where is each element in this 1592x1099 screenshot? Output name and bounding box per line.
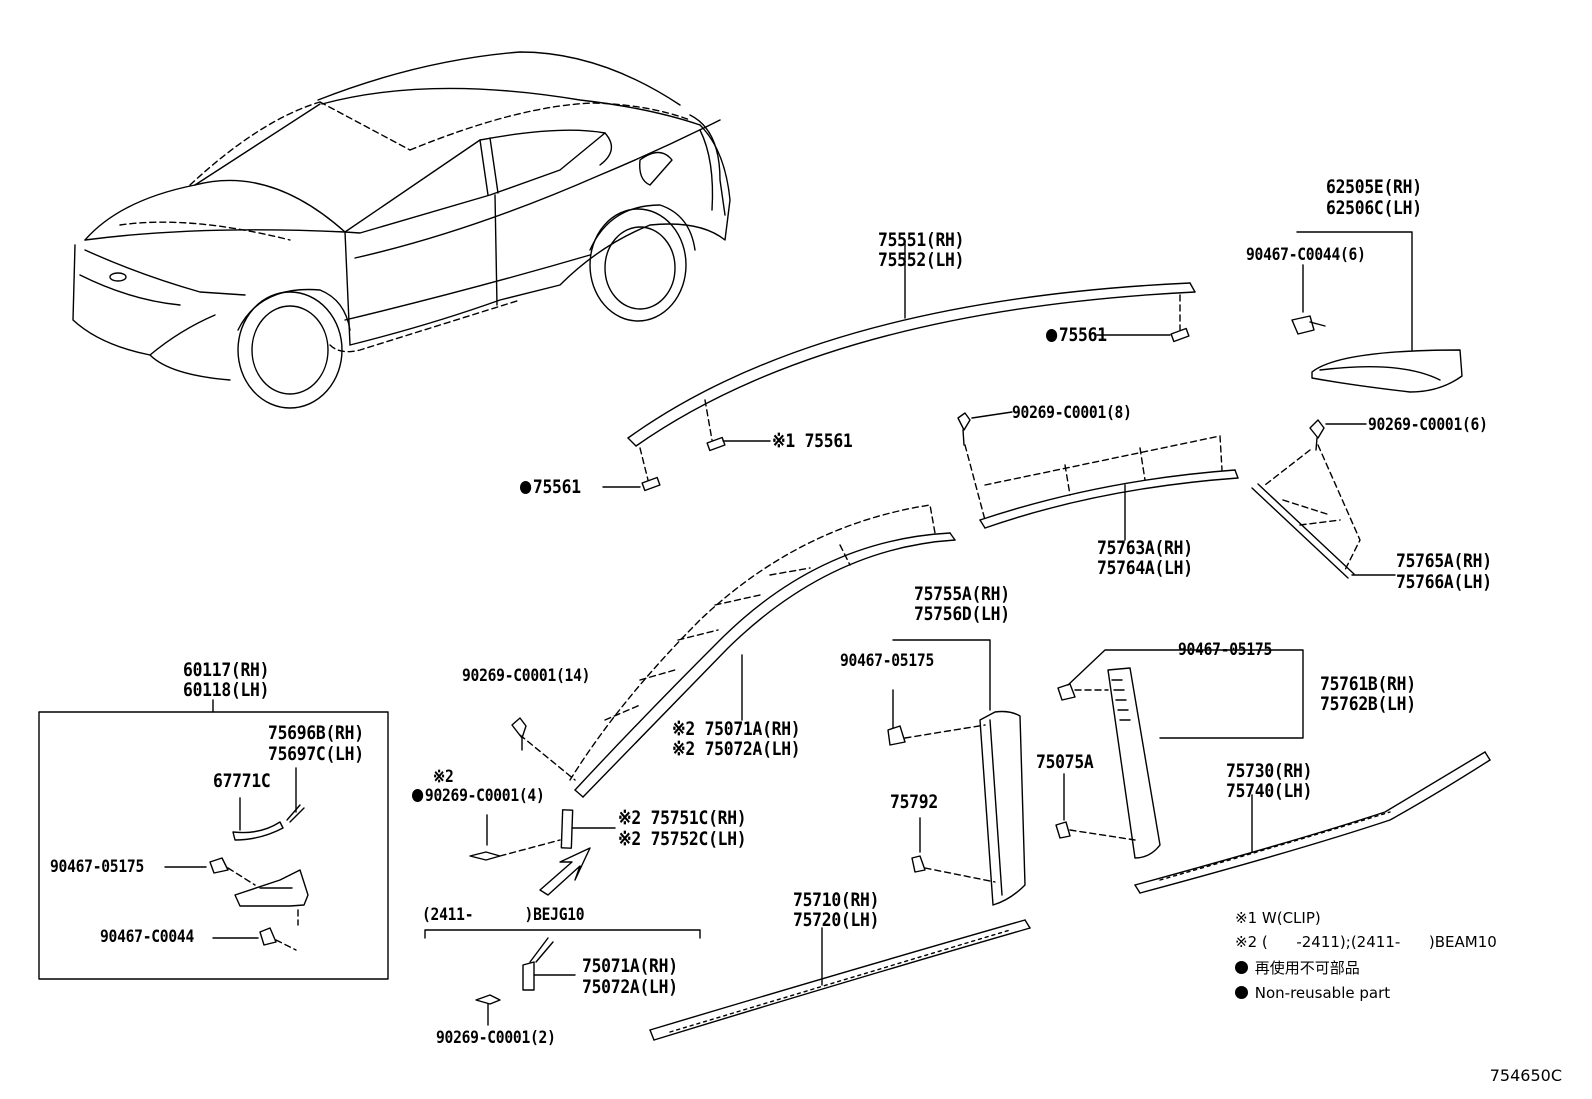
front-belt-moulding	[649, 919, 1031, 1041]
front-frame-moulding	[511, 504, 956, 798]
part-label-75762: 75762B(LH)	[1320, 693, 1416, 715]
part-label-67771: 67771C	[213, 770, 271, 792]
part-label-75751: ※2 75751C(RH)	[618, 807, 747, 829]
rear-belt-moulding	[1134, 751, 1491, 894]
mark-2-label: ※2	[433, 767, 454, 787]
part-label-62506: 62506C(LH)	[1326, 197, 1422, 219]
note-w-clip: ※1 W(CLIP)	[1235, 909, 1321, 927]
part-label-75710: 75710(RH)	[793, 889, 880, 911]
part-label-90467-05175-box: 90467-05175	[50, 857, 144, 877]
rear-corner-moulding	[1251, 419, 1396, 579]
part-label-62505: 62505E(RH)	[1326, 176, 1422, 198]
part-label-75075: 75075A	[1036, 751, 1094, 773]
part-label-75552: 75552(LH)	[878, 249, 965, 271]
note-non-reusable-jp: 再使用不可部品	[1235, 958, 1360, 978]
part-label-75071-upper: ※2 75071A(RH)	[672, 718, 801, 740]
part-label-60118: 60118(LH)	[183, 679, 270, 701]
pillar-garnish-front	[469, 809, 616, 896]
part-label-75071-lower: 75071A(RH)	[582, 955, 678, 977]
part-label-90269-14: 90269-C0001(14)	[462, 666, 591, 686]
illustration-reference-number: 754650C	[1489, 1066, 1562, 1085]
part-label-75551: 75551(RH)	[878, 229, 965, 251]
part-label-90269-8: 90269-C0001(8)	[1012, 403, 1132, 423]
part-label-75720: 75720(LH)	[793, 909, 880, 931]
part-label-90467-05175-rear: 90467-05175	[1178, 640, 1272, 660]
part-label-75561-clip: ※1 75561	[772, 430, 853, 452]
non-reusable-marker	[1235, 986, 1248, 999]
part-label-75761: 75761B(RH)	[1320, 673, 1416, 695]
part-label-75740: 75740(LH)	[1226, 780, 1313, 802]
note-non-reusable-en: Non-reusable part	[1235, 983, 1390, 1003]
part-label-90269-6: 90269-C0001(6)	[1368, 415, 1488, 435]
upper-frame-moulding-rear	[957, 411, 1239, 541]
part-label-75697: 75697C(LH)	[268, 743, 364, 765]
part-label-75792: 75792	[890, 791, 938, 813]
part-label-75764: 75764A(LH)	[1097, 557, 1193, 579]
note-beam10: ※2 ( -2411);(2411- )BEAM10	[1235, 933, 1497, 951]
part-label-75561-lower: 75561	[520, 477, 581, 497]
part-label-75763: 75763A(RH)	[1097, 537, 1193, 559]
part-label-75072-lower: 75072A(LH)	[582, 976, 678, 998]
part-label-90467-c0044-6: 90467-C0044(6)	[1246, 245, 1366, 265]
non-reusable-marker	[1046, 329, 1058, 342]
part-label-75730: 75730(RH)	[1226, 760, 1313, 782]
center-pillar-garnish	[887, 639, 1026, 906]
non-reusable-marker	[1235, 961, 1248, 974]
rear-pillar-garnish	[1055, 649, 1304, 859]
part-label-75765: 75765A(RH)	[1396, 550, 1492, 572]
part-label-90467-c0044: 90467-C0044	[100, 927, 194, 947]
non-reusable-marker	[412, 789, 424, 802]
part-label-90269-2: 90269-C0001(2)	[436, 1028, 556, 1048]
part-label-75696: 75696B(RH)	[268, 722, 364, 744]
bejg-range-label: (2411- )BEJG10	[422, 905, 585, 925]
part-label-90269-4: 90269-C0001(4)	[412, 787, 545, 805]
part-label-75756: 75756D(LH)	[914, 603, 1010, 625]
part-label-90467-05175-pillar: 90467-05175	[840, 651, 934, 671]
roof-moulding	[602, 239, 1196, 492]
part-label-75072-upper: ※2 75072A(LH)	[672, 738, 801, 760]
part-label-75561-upper: 75561	[1046, 325, 1107, 345]
mudguard-box	[38, 699, 389, 980]
part-label-60117: 60117(RH)	[183, 659, 270, 681]
non-reusable-marker	[520, 481, 532, 494]
car-illustration	[72, 51, 731, 409]
part-label-75752: ※2 75752C(LH)	[618, 828, 747, 850]
part-label-75766: 75766A(LH)	[1396, 571, 1492, 593]
bejg-variant	[424, 929, 701, 1026]
part-label-75755: 75755A(RH)	[914, 583, 1010, 605]
roof-side-panel	[1291, 231, 1463, 393]
